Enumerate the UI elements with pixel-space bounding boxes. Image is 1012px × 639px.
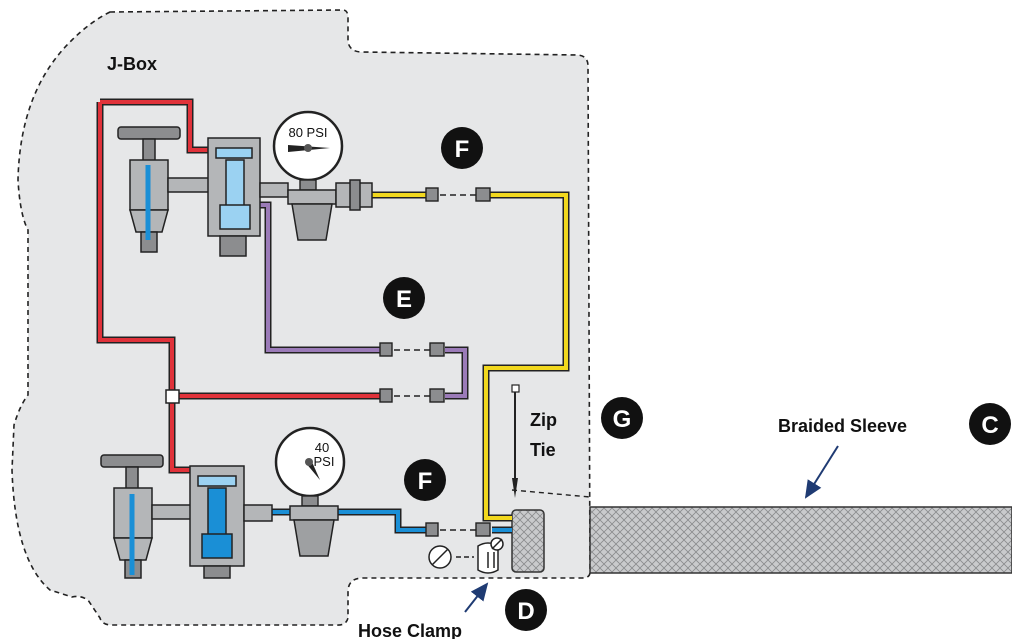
zip-tie-label-line1: Zip <box>530 410 557 430</box>
callout-g: G <box>601 397 643 439</box>
braided-sleeve <box>589 506 1012 574</box>
lower-filter <box>289 505 339 557</box>
quick-connect-fittings <box>379 187 491 537</box>
hose-clamp-label: Hose Clamp <box>358 621 462 639</box>
lower-gauge: 40 PSI <box>274 426 346 507</box>
svg-text:D: D <box>517 598 534 625</box>
jbox-label: J-Box <box>107 54 157 74</box>
lower-shutoff-valve <box>100 454 195 579</box>
hose-clamp-arrow <box>464 582 489 613</box>
svg-text:F: F <box>418 468 433 495</box>
callout-e: E <box>383 277 425 319</box>
upper-shutoff-valve <box>117 126 215 253</box>
lower-gauge-reading-unit: PSI <box>314 454 335 469</box>
upper-gauge: 80 PSI <box>272 110 344 191</box>
hose-clamp <box>428 537 504 574</box>
callout-f-lower: F <box>404 459 446 501</box>
svg-text:E: E <box>396 286 412 313</box>
tee-fitting <box>165 389 180 404</box>
zip-tie-label-line2: Tie <box>530 440 556 460</box>
svg-text:C: C <box>981 412 998 439</box>
braided-sleeve-label: Braided Sleeve <box>778 416 907 436</box>
upper-gauge-reading: 80 PSI <box>288 125 327 140</box>
callout-f-upper: F <box>441 127 483 169</box>
upper-filter <box>287 179 373 241</box>
callout-d: D <box>505 589 547 631</box>
cable-gland <box>511 509 545 573</box>
svg-text:F: F <box>455 136 470 163</box>
sleeve-outline-top <box>511 489 591 498</box>
upper-regulator <box>207 137 289 257</box>
braided-sleeve-arrow <box>804 445 839 499</box>
gauge-needle <box>305 462 320 480</box>
lower-regulator <box>189 465 273 579</box>
lower-gauge-reading-value: 40 <box>315 440 329 455</box>
zip-tie <box>511 384 520 498</box>
svg-text:G: G <box>613 406 632 433</box>
callout-c: C <box>969 403 1011 445</box>
